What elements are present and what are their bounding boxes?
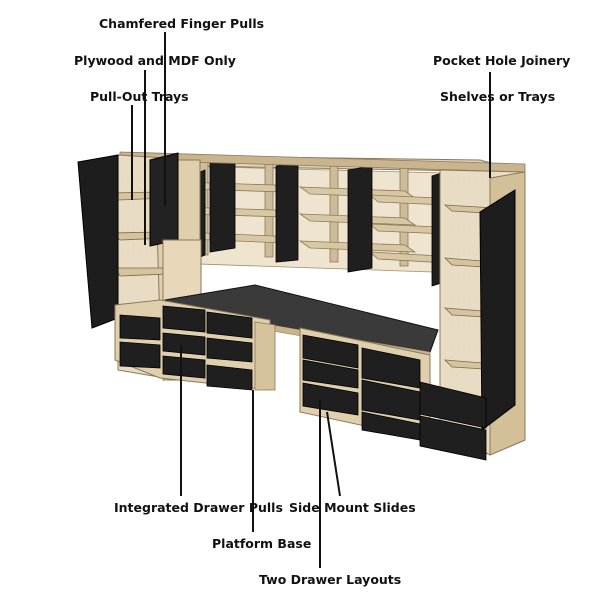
label-pull-out-trays: Pull-Out Trays — [90, 89, 189, 104]
label-pocket-hole-joinery: Pocket Hole Joinery — [433, 53, 571, 68]
label-integrated-drawer-pulls: Integrated Drawer Pulls — [114, 500, 283, 515]
label-two-drawer-layouts: Two Drawer Layouts — [259, 572, 402, 587]
label-shelves-or-trays: Shelves or Trays — [440, 89, 556, 104]
label-plywood-mdf-only: Plywood and MDF Only — [74, 53, 236, 68]
center-drawer-base — [299, 327, 487, 461]
upper-cabinet-run — [119, 151, 526, 287]
label-side-mount-slides: Side Mount Slides — [289, 500, 416, 515]
leader-lines — [131, 32, 491, 568]
label-chamfered-finger-pulls: Chamfered Finger Pulls — [99, 16, 265, 31]
left-drawer-base — [114, 299, 276, 391]
label-platform-base: Platform Base — [212, 536, 312, 551]
right-tower — [439, 169, 526, 456]
